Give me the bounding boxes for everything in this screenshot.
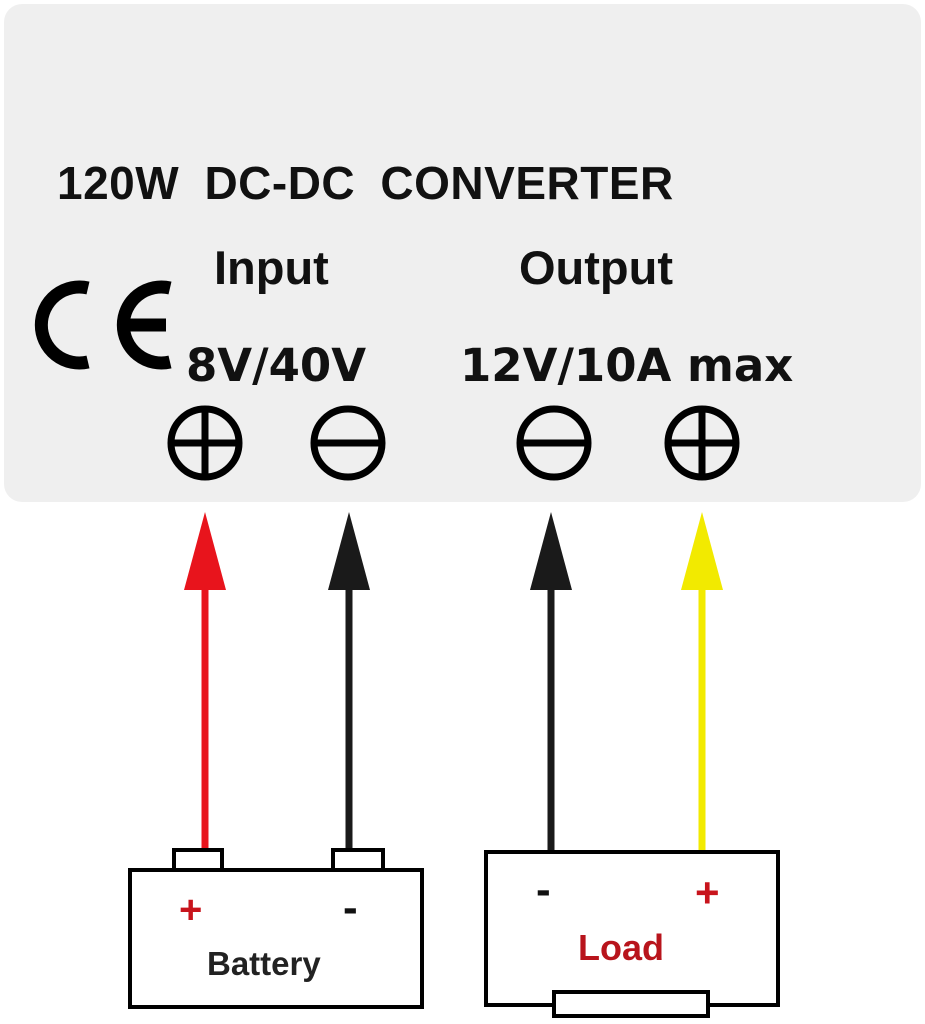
input-negative-terminal-icon <box>310 405 386 481</box>
load-minus-sign: - <box>536 865 551 914</box>
output-negative-wire <box>530 512 572 850</box>
load-icon <box>484 850 780 1018</box>
output-positive-wire <box>681 512 723 850</box>
output-positive-terminal-icon <box>664 405 740 481</box>
load-plus-sign: + <box>695 869 720 916</box>
load-label: Load <box>578 927 664 968</box>
output-label: Output <box>519 241 673 294</box>
converter-title: 120W DC-DC CONVERTER <box>57 157 674 209</box>
output-negative-terminal-icon <box>516 405 592 481</box>
input-rating: 8V/40V <box>186 339 367 392</box>
battery-plus-sign: + <box>179 888 203 932</box>
converter-panel <box>4 4 921 502</box>
input-positive-wire <box>184 512 226 850</box>
input-positive-terminal-icon <box>167 405 243 481</box>
battery-minus-sign: - <box>343 883 358 932</box>
input-label: Input <box>214 241 329 294</box>
ce-mark-icon <box>34 280 172 370</box>
output-rating: 12V/10A max <box>460 339 794 392</box>
input-negative-wire <box>328 512 370 850</box>
battery-label: Battery <box>207 945 321 982</box>
battery-icon <box>128 848 424 1009</box>
